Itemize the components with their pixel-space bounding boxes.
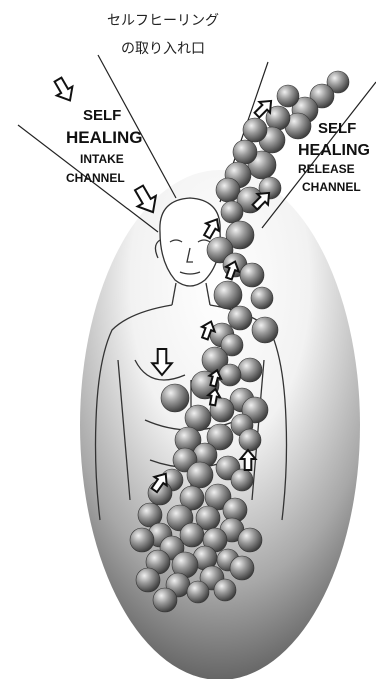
energy-sphere xyxy=(180,523,204,547)
energy-sphere xyxy=(130,528,154,552)
release-label-line-3: RELEASE xyxy=(298,162,355,176)
energy-sphere xyxy=(238,358,262,382)
release-label-line-2: HEALING xyxy=(298,142,370,159)
energy-sphere xyxy=(243,118,267,142)
energy-sphere xyxy=(252,317,278,343)
energy-sphere xyxy=(240,263,264,287)
intake-label-line-4: CHANNEL xyxy=(66,171,125,185)
energy-sphere xyxy=(231,469,253,491)
energy-sphere xyxy=(153,588,177,612)
energy-sphere xyxy=(228,306,252,330)
intake-channel-label: SELF HEALING INTAKE CHANNEL xyxy=(66,107,143,185)
energy-sphere xyxy=(214,281,242,309)
intake-label-line-3: INTAKE xyxy=(80,152,124,166)
energy-sphere xyxy=(277,85,299,107)
release-label-line-1: SELF xyxy=(318,120,356,137)
energy-sphere xyxy=(233,140,257,164)
energy-sphere xyxy=(161,384,189,412)
energy-sphere xyxy=(187,581,209,603)
intake-label-line-1: SELF xyxy=(83,107,121,124)
energy-sphere xyxy=(230,556,254,580)
energy-sphere xyxy=(136,568,160,592)
energy-sphere xyxy=(238,528,262,552)
energy-sphere xyxy=(216,178,240,202)
arrow-down-icon xyxy=(50,75,78,105)
energy-sphere xyxy=(251,287,273,309)
energy-sphere xyxy=(219,364,241,386)
intake-label-line-2: HEALING xyxy=(66,128,143,147)
energy-sphere xyxy=(187,462,213,488)
energy-sphere xyxy=(214,579,236,601)
release-label-line-4: CHANNEL xyxy=(302,180,361,194)
energy-sphere xyxy=(221,201,243,223)
energy-sphere xyxy=(239,429,261,451)
